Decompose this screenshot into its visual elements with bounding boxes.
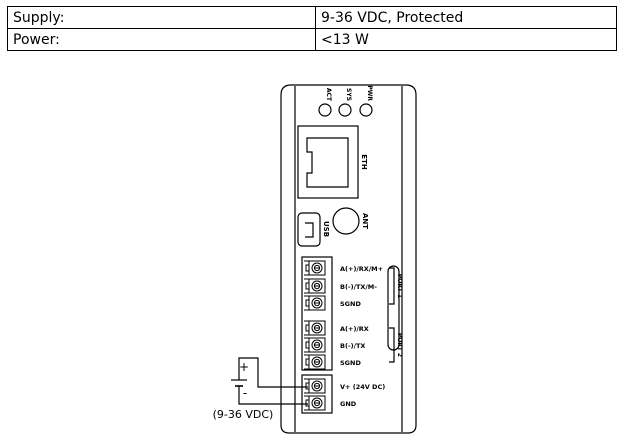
device-housing <box>280 84 417 434</box>
power-pin-vplus-label: V+ (24V DC) <box>340 383 385 391</box>
power-value: <13 W <box>315 28 617 51</box>
port2-pin-sgnd-label: SGND <box>340 359 361 367</box>
terminal-block-ports <box>301 256 333 371</box>
usb-label: USB <box>322 221 330 237</box>
table-row: Power: <13 W <box>7 28 617 51</box>
port2-pin-a-terminal-icon <box>304 320 326 336</box>
power-pin-vplus-terminal-icon <box>304 378 326 394</box>
antenna-connector-icon <box>332 207 360 235</box>
port1-pin-a-terminal-icon <box>304 260 326 276</box>
port1-pin-b-label: B(-)/TX/M- <box>340 283 377 291</box>
port1-bracket <box>389 267 395 305</box>
wire-positive <box>238 357 308 388</box>
voltage-range-label: (9-36 VDC) <box>213 408 274 421</box>
power-pin-gnd-label: GND <box>340 400 357 408</box>
eth-port-frame <box>297 125 359 199</box>
port2-label: PORT 2 <box>396 333 403 357</box>
port2-pin-b-label: B(-)/TX <box>340 342 365 350</box>
battery-plus-label: + <box>239 360 249 374</box>
ethernet-port-icon <box>306 137 349 188</box>
port1-pin-a-label: A(+)/RX/M+ <box>340 265 383 273</box>
led-pwr-icon <box>359 103 373 117</box>
port2-pin-b-terminal-icon <box>304 337 326 353</box>
led-act-icon <box>318 103 332 117</box>
power-pin-gnd-terminal-icon <box>304 395 326 411</box>
port2-bracket <box>389 327 395 363</box>
terminal-block-power <box>301 374 333 414</box>
port2-pin-a-label: A(+)/RX <box>340 325 369 333</box>
eth-label: ETH <box>360 154 368 170</box>
usb-port-icon <box>297 212 321 247</box>
led-pwr-label: PWR <box>366 85 373 101</box>
ant-label: ANT <box>361 213 369 229</box>
led-act-label: ACT <box>325 88 332 102</box>
port1-pin-b-terminal-icon <box>304 278 326 294</box>
terminal-screws <box>304 260 326 411</box>
port2-pin-sgnd-terminal-icon <box>304 354 326 370</box>
power-label: Power: <box>7 28 316 51</box>
port1-label: PORT 1 <box>396 274 403 298</box>
battery-minus-label: - <box>243 386 247 400</box>
led-sys-icon <box>338 103 352 117</box>
spec-table: Supply: 9-36 VDC, Protected Power: <13 W <box>7 6 617 51</box>
led-sys-label: SYS <box>345 88 352 101</box>
port1-pin-sgnd-label: SGND <box>340 300 361 308</box>
wire-negative <box>238 386 308 405</box>
port1-pin-sgnd-terminal-icon <box>304 295 326 311</box>
